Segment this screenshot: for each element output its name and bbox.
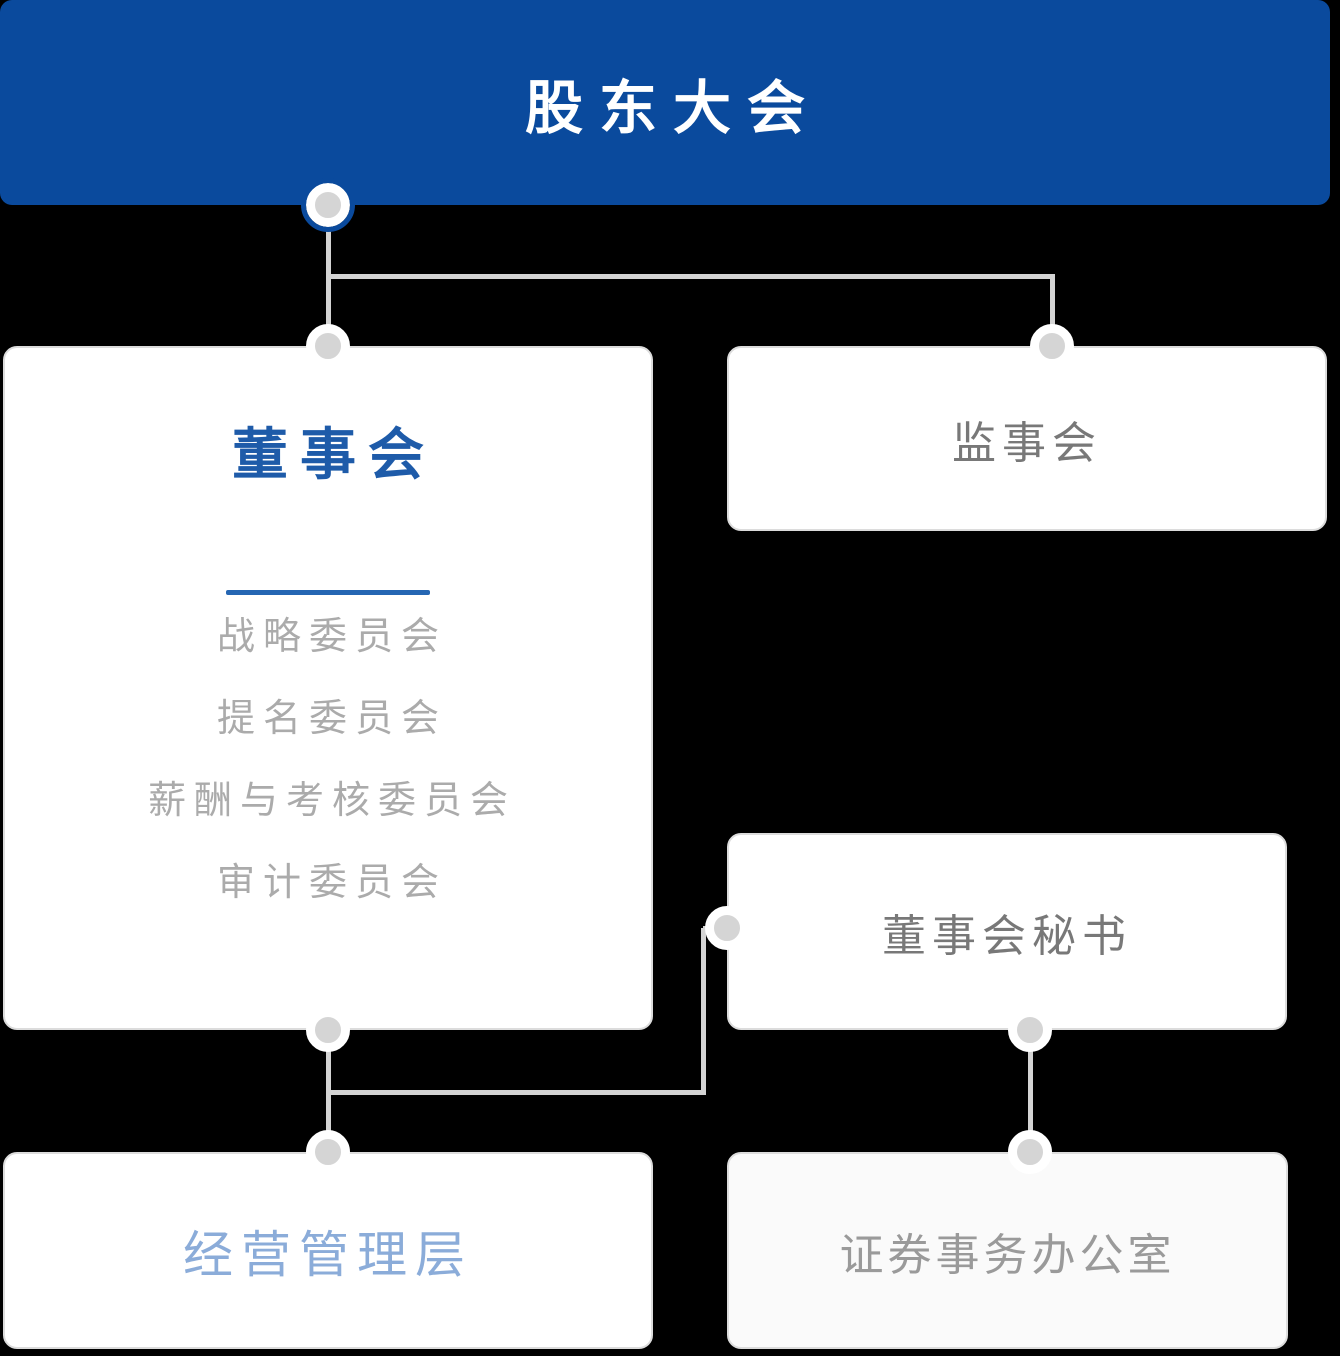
- connector-dot-board-bottom: [306, 1008, 350, 1052]
- node-securities-office: 证券事务办公室: [727, 1152, 1288, 1349]
- connector-branch-horizontal-mid: [326, 1090, 706, 1095]
- committee-item: 战略委员会: [216, 614, 447, 658]
- connector-dot-secretary-left: [705, 906, 749, 950]
- committee-item: 薪酬与考核委员会: [147, 778, 516, 822]
- supervisory-board-label: 监事会: [952, 417, 1102, 469]
- board-title: 董事会: [232, 423, 436, 488]
- board-secretary-label: 董事会秘书: [882, 910, 1132, 962]
- securities-office-label: 证券事务办公室: [839, 1229, 1176, 1281]
- connector-dot-securities-top: [1008, 1130, 1052, 1174]
- node-board-of-directors: 董事会 战略委员会 提名委员会 薪酬与考核委员会 审计委员会: [3, 346, 653, 1030]
- committee-item: 提名委员会: [216, 696, 447, 740]
- node-supervisory-board: 监事会: [727, 346, 1327, 531]
- connector-dot-supervisory-top: [1030, 324, 1074, 368]
- node-board-secretary: 董事会秘书: [727, 833, 1287, 1030]
- management-label: 经营管理层: [183, 1225, 473, 1284]
- connector-dot-management-top: [306, 1130, 350, 1174]
- connector-dot-board-top: [306, 324, 350, 368]
- connector-branch-to-supervisory: [1050, 274, 1055, 346]
- connector-secretary-to-securities: [1028, 1030, 1033, 1152]
- shareholders-meeting-label: 股东大会: [524, 73, 821, 142]
- connector-dot-banner-bottom: [301, 178, 355, 232]
- node-management: 经营管理层: [3, 1152, 653, 1349]
- connector-dot-secretary-bottom: [1008, 1008, 1052, 1052]
- connector-branch-horizontal-top: [326, 274, 1055, 279]
- board-title-underline: [226, 590, 430, 595]
- board-committee-list: 战略委员会 提名委员会 薪酬与考核委员会 审计委员会: [5, 595, 651, 923]
- node-shareholders-meeting: 股东大会: [0, 0, 1330, 205]
- committee-item: 审计委员会: [216, 860, 447, 904]
- connector-secretary-vertical: [701, 928, 706, 1095]
